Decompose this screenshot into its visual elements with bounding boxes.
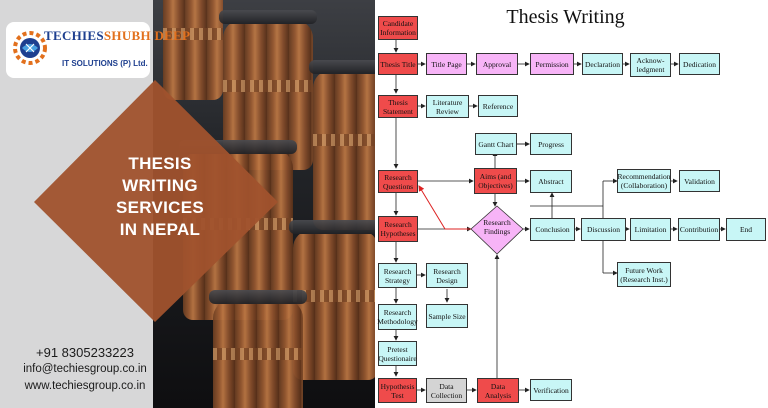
node-permission: Permission bbox=[530, 53, 574, 75]
node-hypothesis-test: Hypothesis Test bbox=[378, 378, 417, 403]
contact-block: +91 8305233223 info@techiesgroup.co.in w… bbox=[10, 344, 160, 395]
node-reference: Reference bbox=[478, 95, 518, 117]
node-recommendation: Recommendation (Collaboration) bbox=[617, 169, 671, 193]
node-research-findings: Research Findings bbox=[483, 218, 511, 236]
node-end: End bbox=[726, 218, 766, 241]
company-logo[interactable]: TECHIESSHUBH DEEP IT SOLUTIONS (P) Ltd. bbox=[6, 22, 190, 78]
flowchart-title: Thesis Writing bbox=[506, 6, 625, 28]
node-approval: Approval bbox=[476, 53, 518, 75]
headline: THESIS WRITING SERVICES IN NEPAL bbox=[108, 153, 212, 241]
research-findings-shape bbox=[470, 205, 524, 255]
node-research-design: Research Design bbox=[426, 263, 468, 288]
logo-name: TECHIESSHUBH DEEP bbox=[44, 28, 191, 43]
node-data-analysis: Data Analysis bbox=[477, 378, 519, 403]
node-thesis-statement: Thesis Statement bbox=[378, 95, 418, 118]
node-acknowledgment: Acknow-ledgment bbox=[630, 53, 671, 77]
email-address[interactable]: info@techiesgroup.co.in bbox=[23, 363, 147, 375]
node-progress: Progress bbox=[530, 133, 572, 155]
headline-diamond bbox=[34, 80, 278, 322]
node-research-questions: Research Questions bbox=[378, 170, 418, 193]
node-research-methodology: Research Methodology bbox=[377, 304, 418, 330]
node-limitation: Limitation bbox=[630, 218, 671, 241]
node-title-page: Title Page bbox=[426, 53, 467, 75]
node-thesis-title: Thesis Title bbox=[378, 53, 418, 75]
node-pretest-questionaire: Pretest Questionaire bbox=[378, 341, 417, 366]
node-conclusion: Conclusion bbox=[530, 218, 575, 241]
node-candidate-information: Candidate Information bbox=[378, 16, 418, 40]
flowchart-connectors bbox=[393, 40, 726, 393]
node-dedication: Dedication bbox=[679, 53, 720, 75]
node-future-work: Future Work (Research Inst.) bbox=[617, 262, 671, 287]
node-gantt-chart: Gantt Chart bbox=[475, 133, 517, 155]
node-research-strategy: Research Strategy bbox=[378, 263, 417, 288]
node-declaration: Declaration bbox=[582, 53, 623, 75]
headline-line: WRITING bbox=[122, 176, 198, 195]
phone-number[interactable]: +91 8305233223 bbox=[36, 345, 134, 360]
node-research-hypotheses: Research Hypotheses bbox=[378, 216, 418, 242]
thesis-flowchart: Thesis Writing bbox=[375, 0, 768, 408]
headline-line: THESIS bbox=[128, 154, 192, 173]
node-literature-review: Literature Review bbox=[426, 95, 469, 118]
node-data-collection: Data Collection bbox=[426, 378, 467, 403]
node-verification: Verification bbox=[530, 379, 572, 401]
website-link[interactable]: www.techiesgroup.co.in bbox=[24, 380, 146, 392]
headline-line: SERVICES bbox=[115, 198, 205, 217]
gear-globe-icon bbox=[13, 31, 47, 65]
node-validation: Validation bbox=[679, 170, 720, 192]
logo-subtitle: IT SOLUTIONS (P) Ltd. bbox=[62, 59, 148, 68]
headline-line: IN NEPAL bbox=[119, 220, 201, 239]
node-contribution: Contribution bbox=[678, 218, 720, 241]
node-sample-size: Sample Size bbox=[426, 304, 468, 328]
node-aims-objectives: Aims (and Objectives) bbox=[474, 168, 517, 194]
node-discussion: Discussion bbox=[581, 218, 626, 241]
node-abstract: Abstract bbox=[530, 170, 572, 193]
